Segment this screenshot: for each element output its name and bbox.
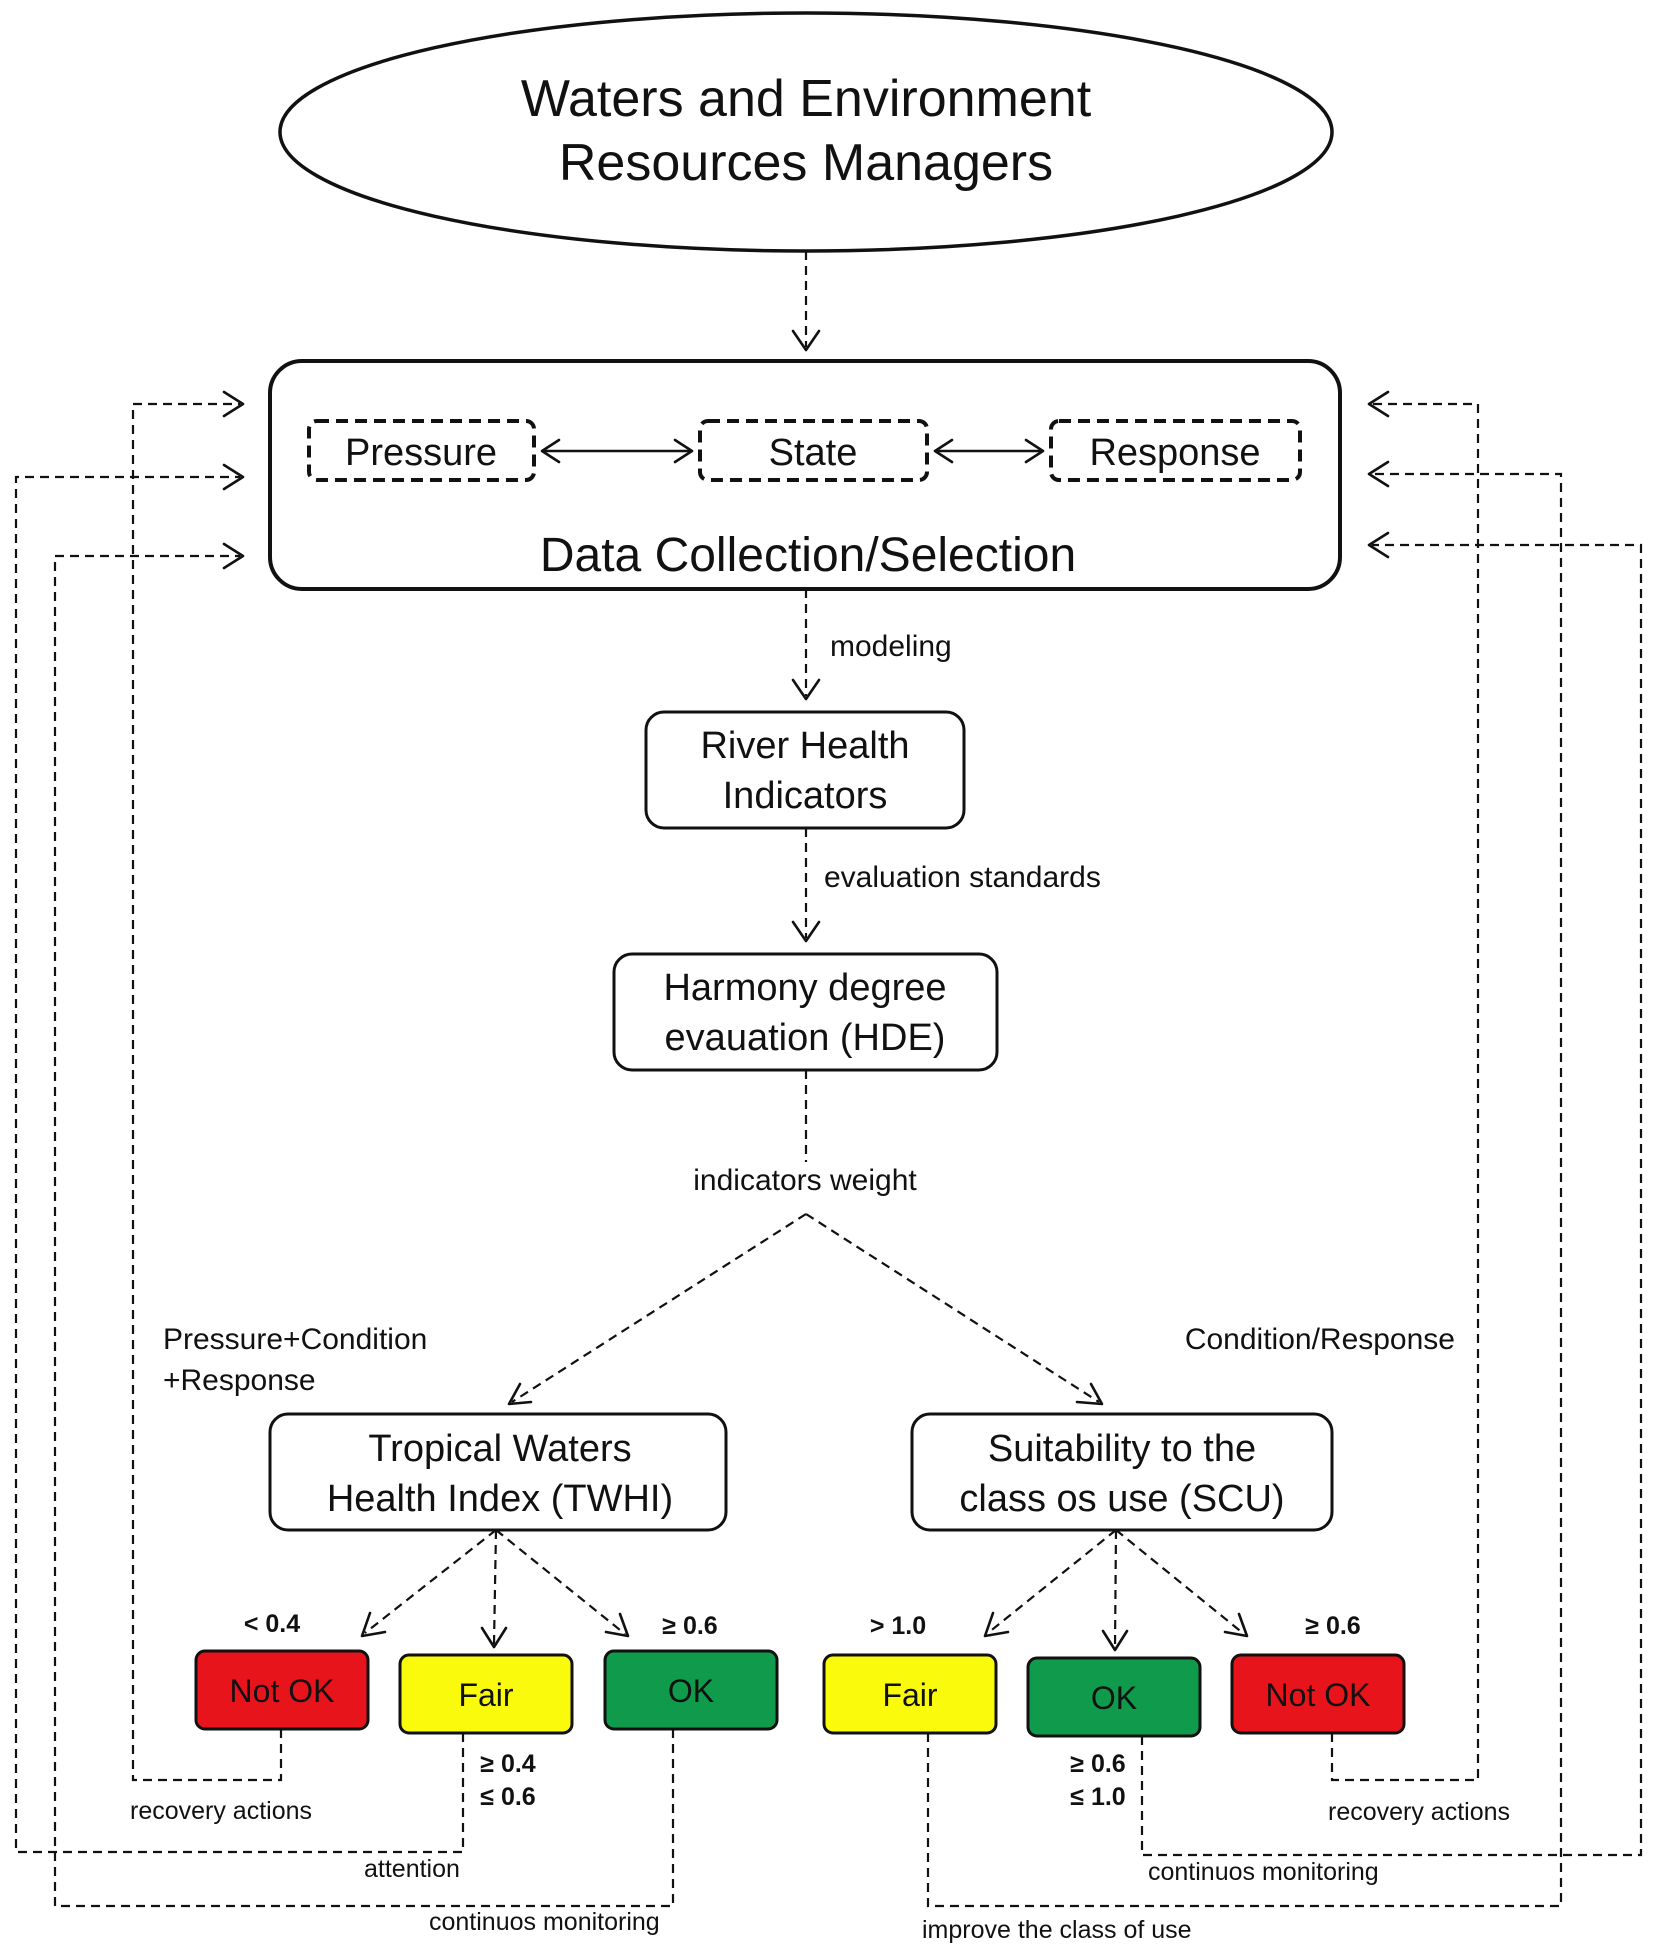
state-label: State [769,432,858,474]
twhi-fair-threshold-line1: ≥ 0.4 [480,1750,536,1778]
scu-monitoring-label: continuos monitoring [1148,1858,1379,1886]
twhi-fair-threshold-line2: ≤ 0.6 [480,1783,535,1811]
pressure-state-double-arrow [540,438,694,464]
left-branch-label-line1: Pressure+Condition [163,1323,427,1356]
feedback-monitoring-left [53,542,675,1908]
state-response-double-arrow [933,438,1045,464]
scu-improve-label: improve the class of use [922,1916,1192,1944]
modeling-label: modeling [830,630,952,663]
twhi-line2: Health Index (TWHI) [327,1478,673,1520]
feedback-attention-left [14,463,465,1854]
arrow-managers-to-data [791,251,821,352]
scu-ok-threshold-line2: ≤ 1.0 [1070,1783,1125,1811]
twhi-attention-label: attention [364,1855,460,1883]
hde-line2: evauation (HDE) [665,1017,946,1059]
right-branch-label: Condition/Response [1185,1323,1455,1356]
scu-fair: Fair [822,1653,998,1735]
left-branch-label-line2: +Response [163,1364,316,1397]
hde-box: Harmony degree evauation (HDE) [612,952,999,1072]
twhi-recovery-actions-label: recovery actions [130,1797,312,1825]
indicators-weight-label: indicators weight [693,1164,917,1197]
arrow-split-left [507,1213,807,1406]
scu-line2: class os use (SCU) [959,1478,1284,1520]
feedback-improve-right [926,460,1563,1908]
managers-node: Waters and Environment Resources Manager… [278,11,1334,253]
indicators-line1: River Health [700,725,909,767]
feedback-recovery-right [1330,390,1480,1782]
twhi-outcome-arrows [360,1529,630,1649]
twhi-fair: Fair [398,1653,574,1735]
response-label: Response [1089,432,1260,474]
arrow-data-to-indicators [791,589,821,701]
managers-title-line2: Resources Managers [559,134,1053,192]
indicators-line2: Indicators [723,775,888,817]
scu-box: Suitability to the class os use (SCU) [910,1412,1334,1532]
twhi-monitoring-label: continuos monitoring [429,1908,660,1936]
managers-title-line1: Waters and Environment [521,70,1092,128]
pressure-box [307,419,536,482]
pressure-label: Pressure [345,432,497,474]
scu-not-ok-label: Not OK [1266,1677,1371,1713]
response-box [1049,419,1302,482]
scu-fair-label: Fair [882,1677,937,1713]
twhi-not-ok: Not OK [194,1649,370,1731]
scu-line1: Suitability to the [988,1428,1256,1470]
twhi-fair-label: Fair [458,1677,513,1713]
scu-ok-label: OK [1091,1680,1137,1716]
data-collection-title: Data Collection/Selection [540,529,1076,582]
arrow-split-right [805,1213,1104,1406]
scu-outcome-arrows [983,1529,1249,1652]
twhi-box: Tropical Waters Health Index (TWHI) [268,1412,728,1532]
hde-line1: Harmony degree [663,967,946,1009]
data-collection-box: Pressure State Response Data Collection/… [268,359,1342,591]
evaluation-standards-label: evaluation standards [824,861,1101,894]
twhi-not-ok-label: Not OK [230,1673,335,1709]
twhi-ok-threshold: ≥ 0.6 [662,1612,717,1640]
river-health-indicators-box: River Health Indicators [644,710,966,830]
twhi-line1: Tropical Waters [368,1428,631,1470]
scu-not-ok: Not OK [1230,1653,1406,1735]
scu-ok: OK [1026,1656,1202,1738]
scu-ok-threshold-line1: ≥ 0.6 [1070,1750,1125,1778]
scu-fair-threshold: > 1.0 [870,1612,926,1640]
twhi-not-ok-threshold: < 0.4 [244,1610,300,1638]
twhi-ok-label: OK [668,1673,714,1709]
scu-not-ok-threshold: ≥ 0.6 [1305,1612,1360,1640]
state-box [698,419,929,482]
feedback-recovery-left [131,390,283,1782]
twhi-ok: OK [603,1649,779,1731]
arrow-indicators-to-hde [791,828,821,943]
feedback-monitoring-right [1140,531,1643,1857]
scu-recovery-actions-label: recovery actions [1328,1798,1510,1826]
